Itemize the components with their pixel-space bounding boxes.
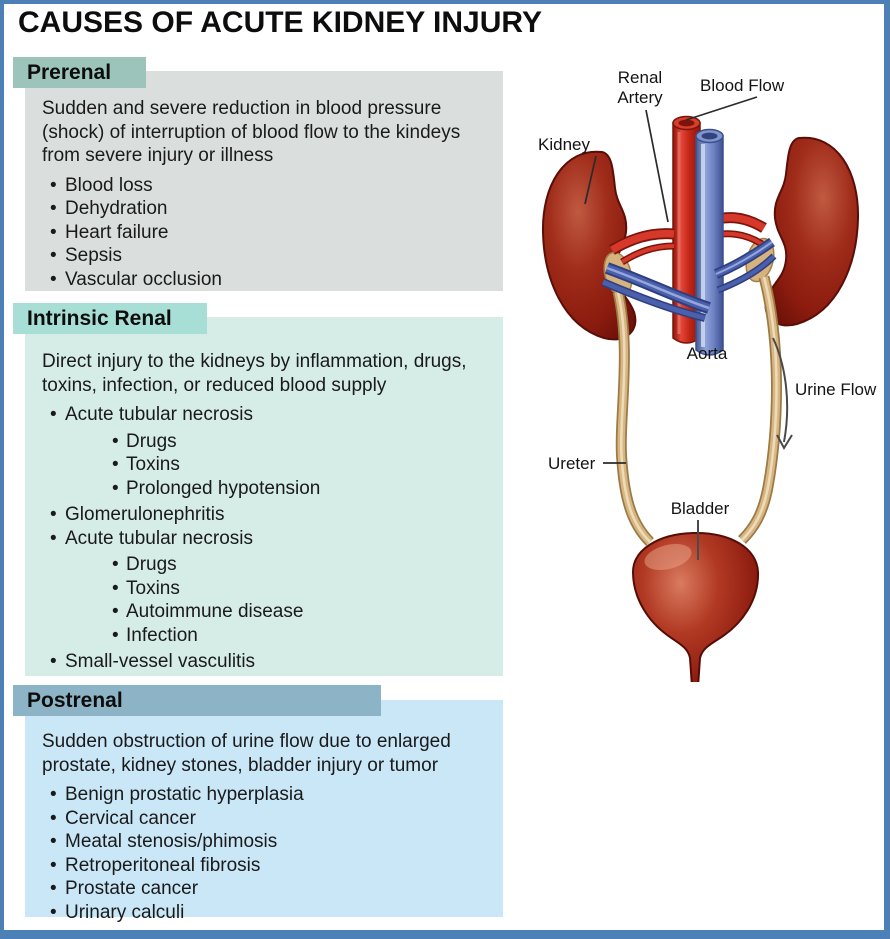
renal-artery-left-illustration [609,228,675,265]
kidney-left-illustration [541,150,637,341]
list-item: Infection [25,624,503,648]
list-item: Acute tubular necrosis [25,403,503,427]
list-item: Toxins [25,577,503,601]
section-description-postrenal: Sudden obstruction of urine flow due to … [42,731,451,776]
section-description-prerenal: Sudden and severe reduction in blood pre… [42,98,461,166]
blood-flow-pointer-line [685,96,758,121]
kidney-label: Kidney [538,135,590,154]
list-item: Toxins [25,453,503,477]
bladder-illustration [631,531,760,682]
kidney-anatomy-diagram: Kidney Renal Artery Blood Flow Aorta Uri… [538,68,877,682]
renal-vein-right-illustration [714,237,777,294]
list-item: Vascular occlusion [25,268,503,292]
list-item: Autoimmune disease [25,600,503,624]
list-item: Benign prostatic hyperplasia [25,783,503,807]
section-body-postrenal: Sudden obstruction of urine flow due to … [25,700,503,924]
list-item: Heart failure [25,221,503,245]
list-item: Urinary calculi [25,901,503,925]
aorta-illustration [672,115,701,344]
section-body-prerenal: Sudden and severe reduction in blood pre… [25,71,503,291]
list-item: Dehydration [25,197,503,221]
section-header-prerenal: Prerenal [13,57,146,88]
blood-flow-label: Blood Flow [700,76,785,95]
prerenal-list: Blood loss Dehydration Heart failure Sep… [25,174,503,292]
ureter-right-illustration [738,275,782,544]
section-body-intrinsic-renal: Direct injury to the kidneys by inflamma… [25,317,503,676]
urine-flow-arrow [772,337,793,451]
section-description-intrinsic-renal: Direct injury to the kidneys by inflamma… [42,351,467,396]
ureter-left-illustration [612,290,655,546]
ureter-label: Ureter [548,454,596,473]
list-item: Blood loss [25,174,503,198]
urine-flow-label: Urine Flow [795,380,877,399]
section-header-postrenal: Postrenal [13,685,381,716]
aorta-label: Aorta [687,344,728,363]
list-item: Retroperitoneal fibrosis [25,854,503,878]
intrinsic-renal-list: Acute tubular necrosis Drugs Toxins Prol… [25,403,503,674]
list-item: Meatal stenosis/phimosis [25,830,503,854]
section-header-intrinsic-renal: Intrinsic Renal [13,303,207,334]
renal-artery-pointer-line [645,109,669,223]
list-item: Prolonged hypotension [25,477,503,501]
renal-artery-label-line2: Artery [617,88,663,107]
renal-artery-label-line1: Renal [618,68,662,87]
list-item: Cervical cancer [25,807,503,831]
list-item: Drugs [25,553,503,577]
postrenal-list: Benign prostatic hyperplasia Cervical ca… [25,783,503,924]
kidney-pointer-line [584,155,597,205]
list-item: Sepsis [25,244,503,268]
renal-vein-left-illustration [601,262,711,322]
bladder-label: Bladder [671,499,730,518]
page-title: CAUSES OF ACUTE KIDNEY INJURY [18,6,542,39]
list-item: Acute tubular necrosis [25,527,503,551]
kidney-right-illustration [764,136,860,327]
list-item: Drugs [25,430,503,454]
vena-cava-illustration [695,128,724,356]
list-item: Glomerulonephritis [25,503,503,527]
list-item: Small-vessel vasculitis [25,650,503,674]
list-item: Prostate cancer [25,877,503,901]
